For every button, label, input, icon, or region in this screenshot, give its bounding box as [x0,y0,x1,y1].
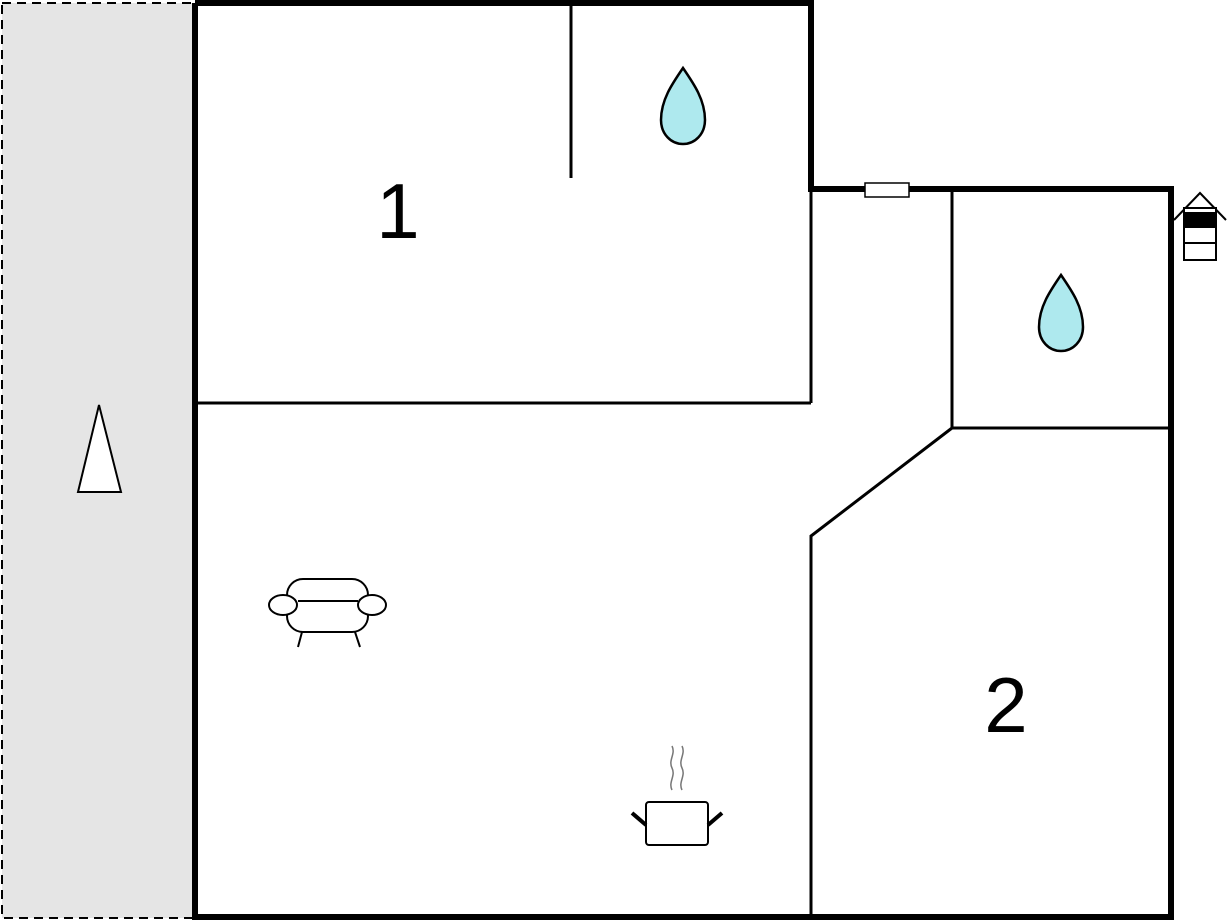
room-label-1: 1 [376,167,419,255]
water-drop-icon [1037,272,1085,353]
outer-walls [192,0,1174,920]
cooking-pot-icon [630,745,724,846]
interior-walls [195,3,1171,917]
house-entrance-icon [1173,191,1227,261]
north-arrow-icon [76,404,123,493]
water-drop-icon [659,65,707,146]
window [864,182,910,198]
armchair-icon [268,578,387,648]
wall-room2-boundary [809,426,953,917]
room-label-2: 2 [984,661,1027,749]
